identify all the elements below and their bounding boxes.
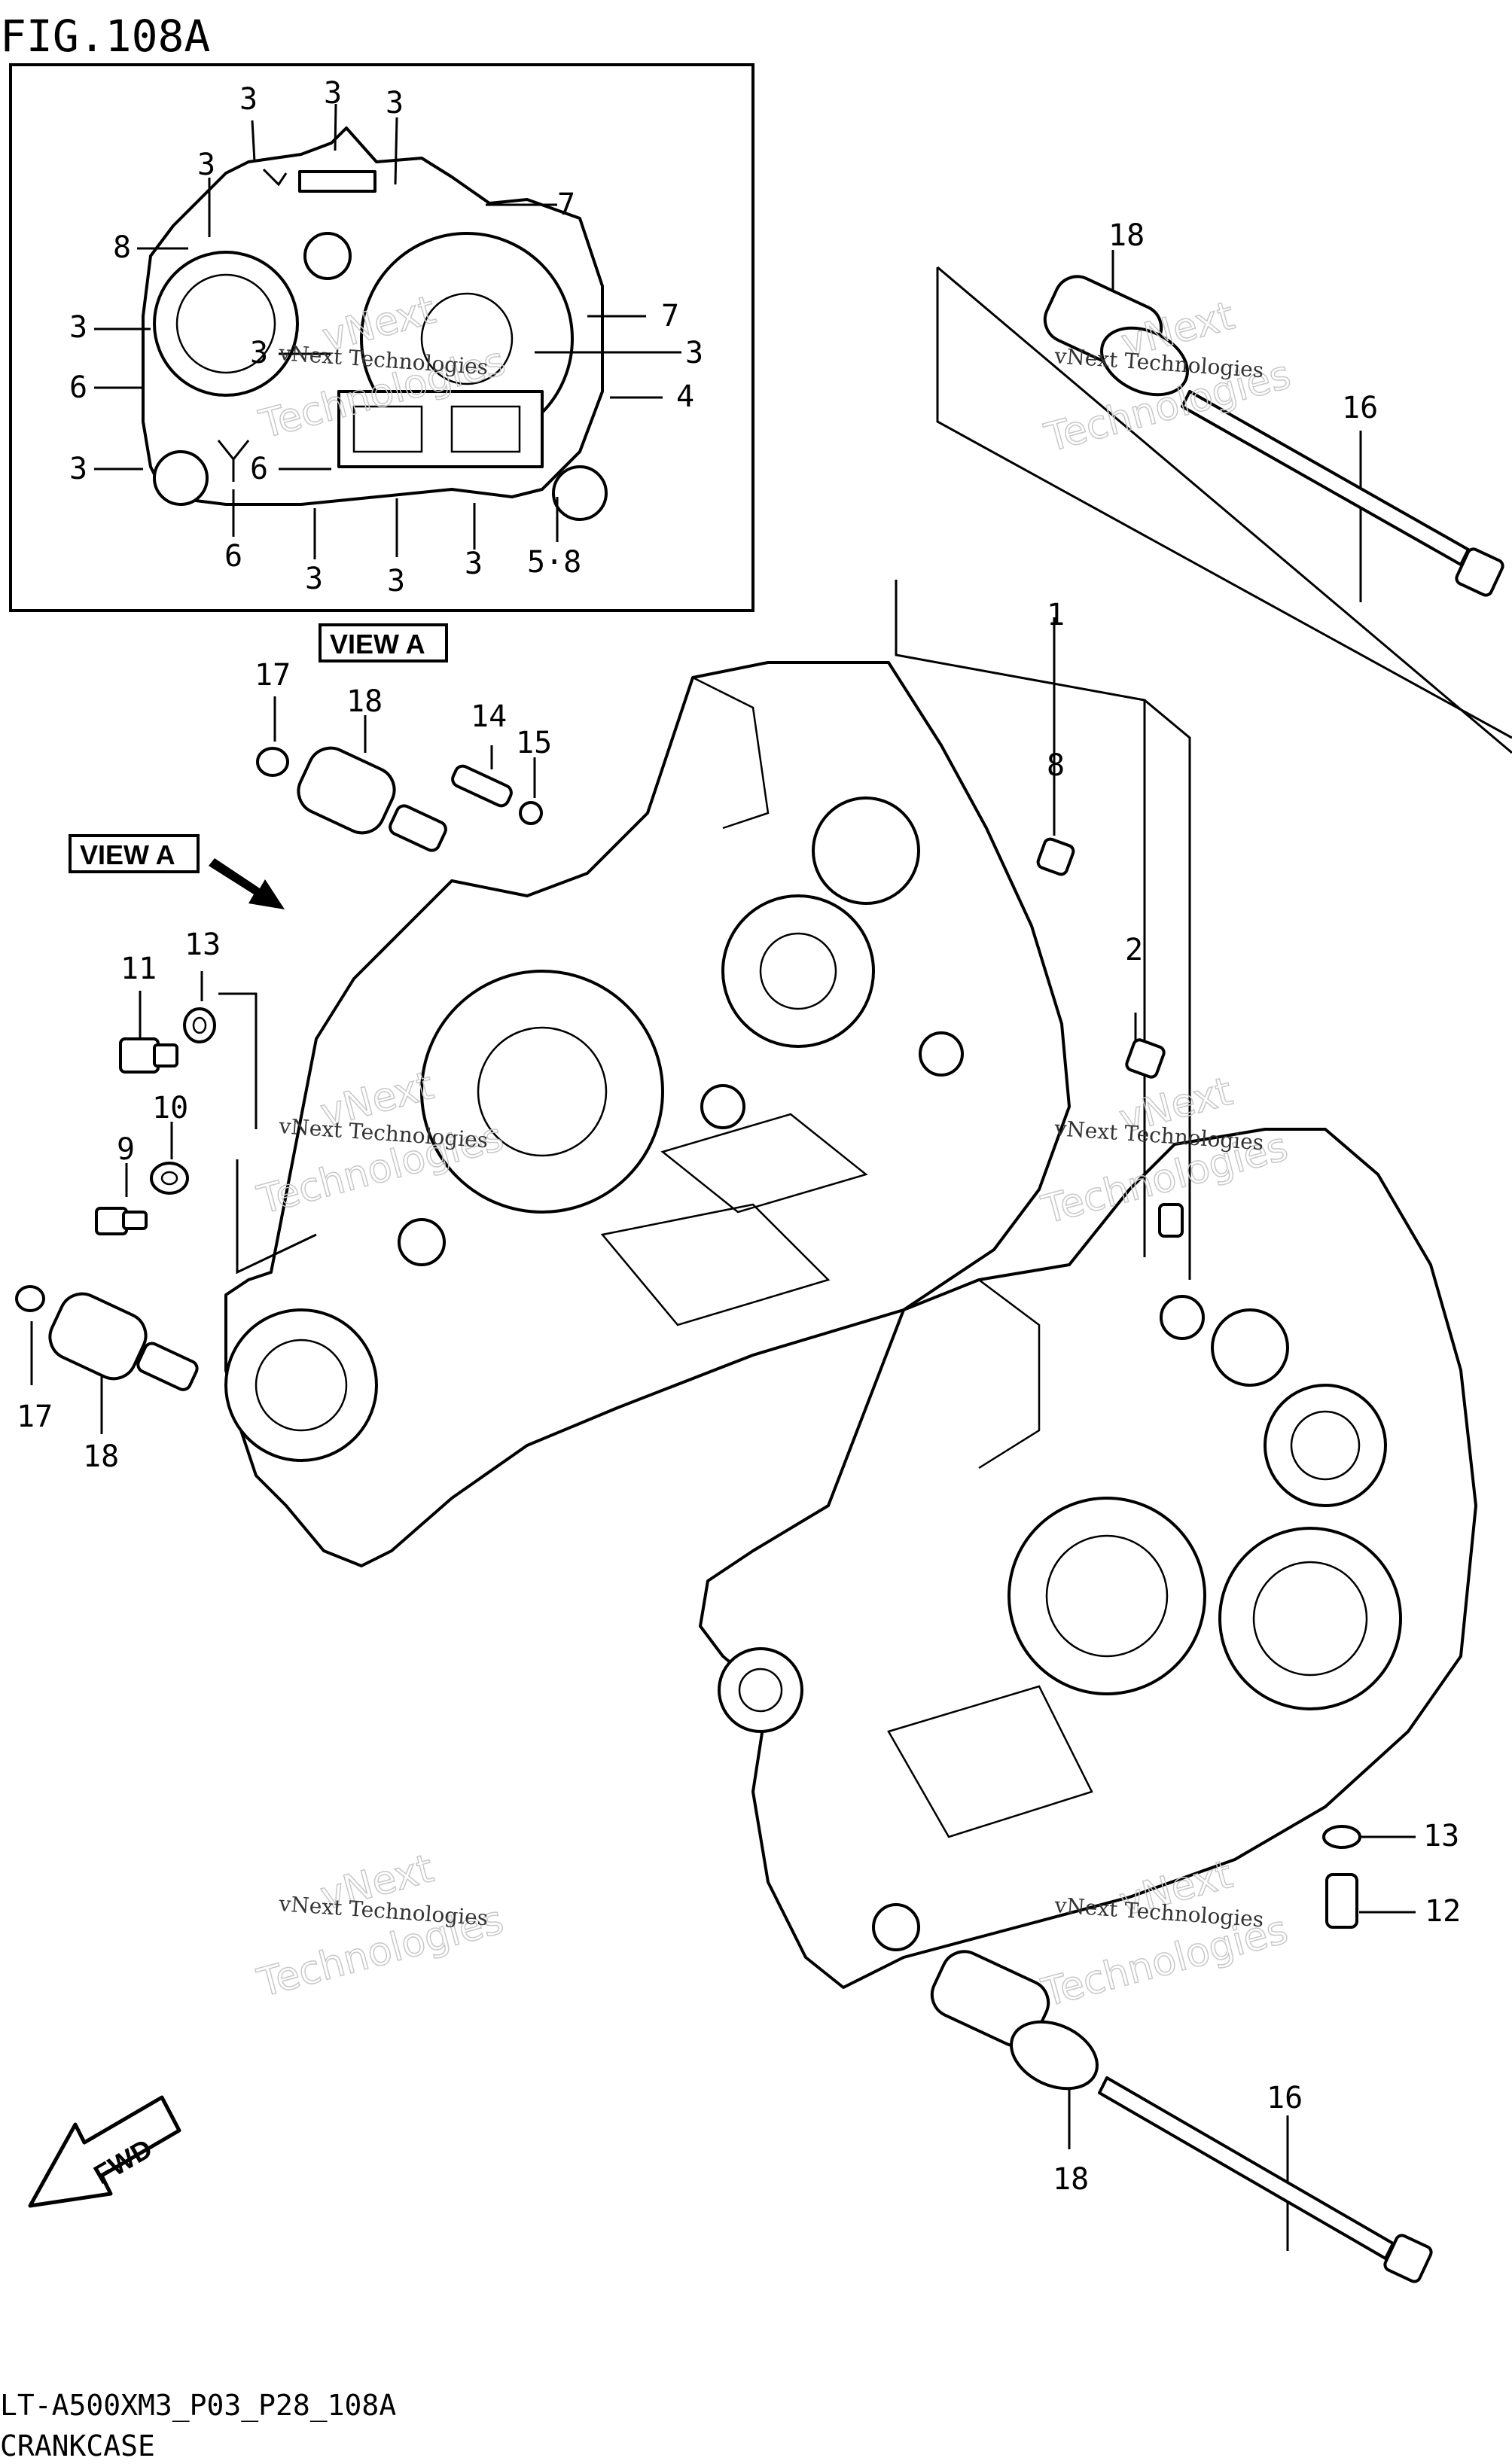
callout-18-top: 18 (346, 684, 383, 719)
svg-text:VIEW A: VIEW A (330, 629, 425, 659)
callout-18-left: 18 (83, 1439, 119, 1474)
inset-callout: 3 (324, 76, 342, 111)
callout-14: 14 (471, 699, 507, 734)
oil-seal-17-left (15, 1285, 45, 1312)
inset-callout: 6 (224, 539, 242, 574)
inset-callout: 3 (305, 562, 323, 596)
bearing-18-top (297, 746, 447, 852)
callout-18-lower: 18 (1053, 2162, 1089, 2197)
callout-12: 12 (1425, 1894, 1461, 1929)
inset-callout: 3 (465, 547, 483, 581)
inset-callout: 3 (239, 82, 258, 117)
bearing-18-lower-right (930, 1950, 1099, 2091)
oil-seal-17-top (256, 747, 289, 777)
callout-13-right: 13 (1423, 1819, 1459, 1853)
inset-callout: 5·8 (527, 545, 581, 580)
washer-13-left (183, 1007, 216, 1043)
bolt-16-upper (1181, 390, 1504, 597)
inset-callout: 3 (69, 452, 87, 486)
right-crankcase-half (699, 1128, 1477, 1989)
fwd-arrow-icon: FWD (28, 2095, 181, 2208)
inset-callout: 7 (557, 187, 575, 222)
callout-10: 10 (152, 1091, 188, 1125)
bolt-16-lower (1098, 2076, 1433, 2283)
bearing-18-left (48, 1292, 199, 1391)
callout-13-left: 13 (184, 927, 221, 962)
inset-callout: 3 (386, 86, 404, 120)
inset-callout: 4 (676, 379, 694, 414)
svg-text:VIEW A: VIEW A (80, 839, 175, 870)
inset-callout: 3 (387, 564, 405, 598)
view-direction-arrow-icon (209, 858, 285, 909)
washer-10 (150, 1162, 189, 1195)
inset-callout: 6 (250, 452, 268, 486)
callout-9: 9 (117, 1132, 135, 1167)
left-crankcase-half (224, 661, 1071, 1567)
footer-part-name: CRANKCASE (0, 2429, 155, 2462)
callout-18-upper: 18 (1108, 218, 1145, 253)
callout-1: 1 (1047, 598, 1065, 632)
callout-16-upper: 16 (1342, 391, 1378, 425)
figure-title: FIG.108A (0, 11, 210, 62)
inset-callout: 8 (113, 230, 131, 265)
inset-callout: 3 (69, 310, 87, 345)
callout-17-left: 17 (17, 1400, 53, 1434)
footer-part-code: LT-A500XM3_P03_P28_108A (0, 2389, 396, 2423)
callout-16-lower: 16 (1267, 2081, 1303, 2115)
inset-callout: 7 (661, 299, 679, 334)
inset-callout: 6 (69, 370, 87, 405)
leader-lines (30, 250, 1512, 2251)
view-a-box-label: VIEW A (319, 623, 448, 662)
bolt-9 (95, 1207, 148, 1235)
inset-callout: 3 (685, 336, 703, 370)
callout-8: 8 (1047, 748, 1065, 783)
o-ring-15 (519, 801, 543, 825)
inset-callout: 3 (197, 148, 215, 182)
callout-17-top: 17 (255, 658, 291, 693)
bolt-11 (119, 1037, 178, 1074)
plug-12 (1325, 1873, 1358, 1929)
dowel-pin-2 (1125, 1038, 1166, 1079)
inset-view-a: 3 3 3 3 8 7 3 7 3 6 3 4 3 6 6 3 3 3 5·8 (9, 63, 754, 612)
dowel-pin-8 (1036, 837, 1075, 876)
bearing-18-upper-right (1043, 275, 1189, 397)
callout-11: 11 (120, 952, 157, 986)
view-a-arrow-label: VIEW A (69, 834, 200, 873)
inset-callout: 3 (250, 336, 268, 370)
sensor-14 (451, 764, 513, 808)
callout-2: 2 (1125, 933, 1143, 967)
callout-15: 15 (516, 726, 552, 760)
washer-13-right (1322, 1825, 1361, 1849)
